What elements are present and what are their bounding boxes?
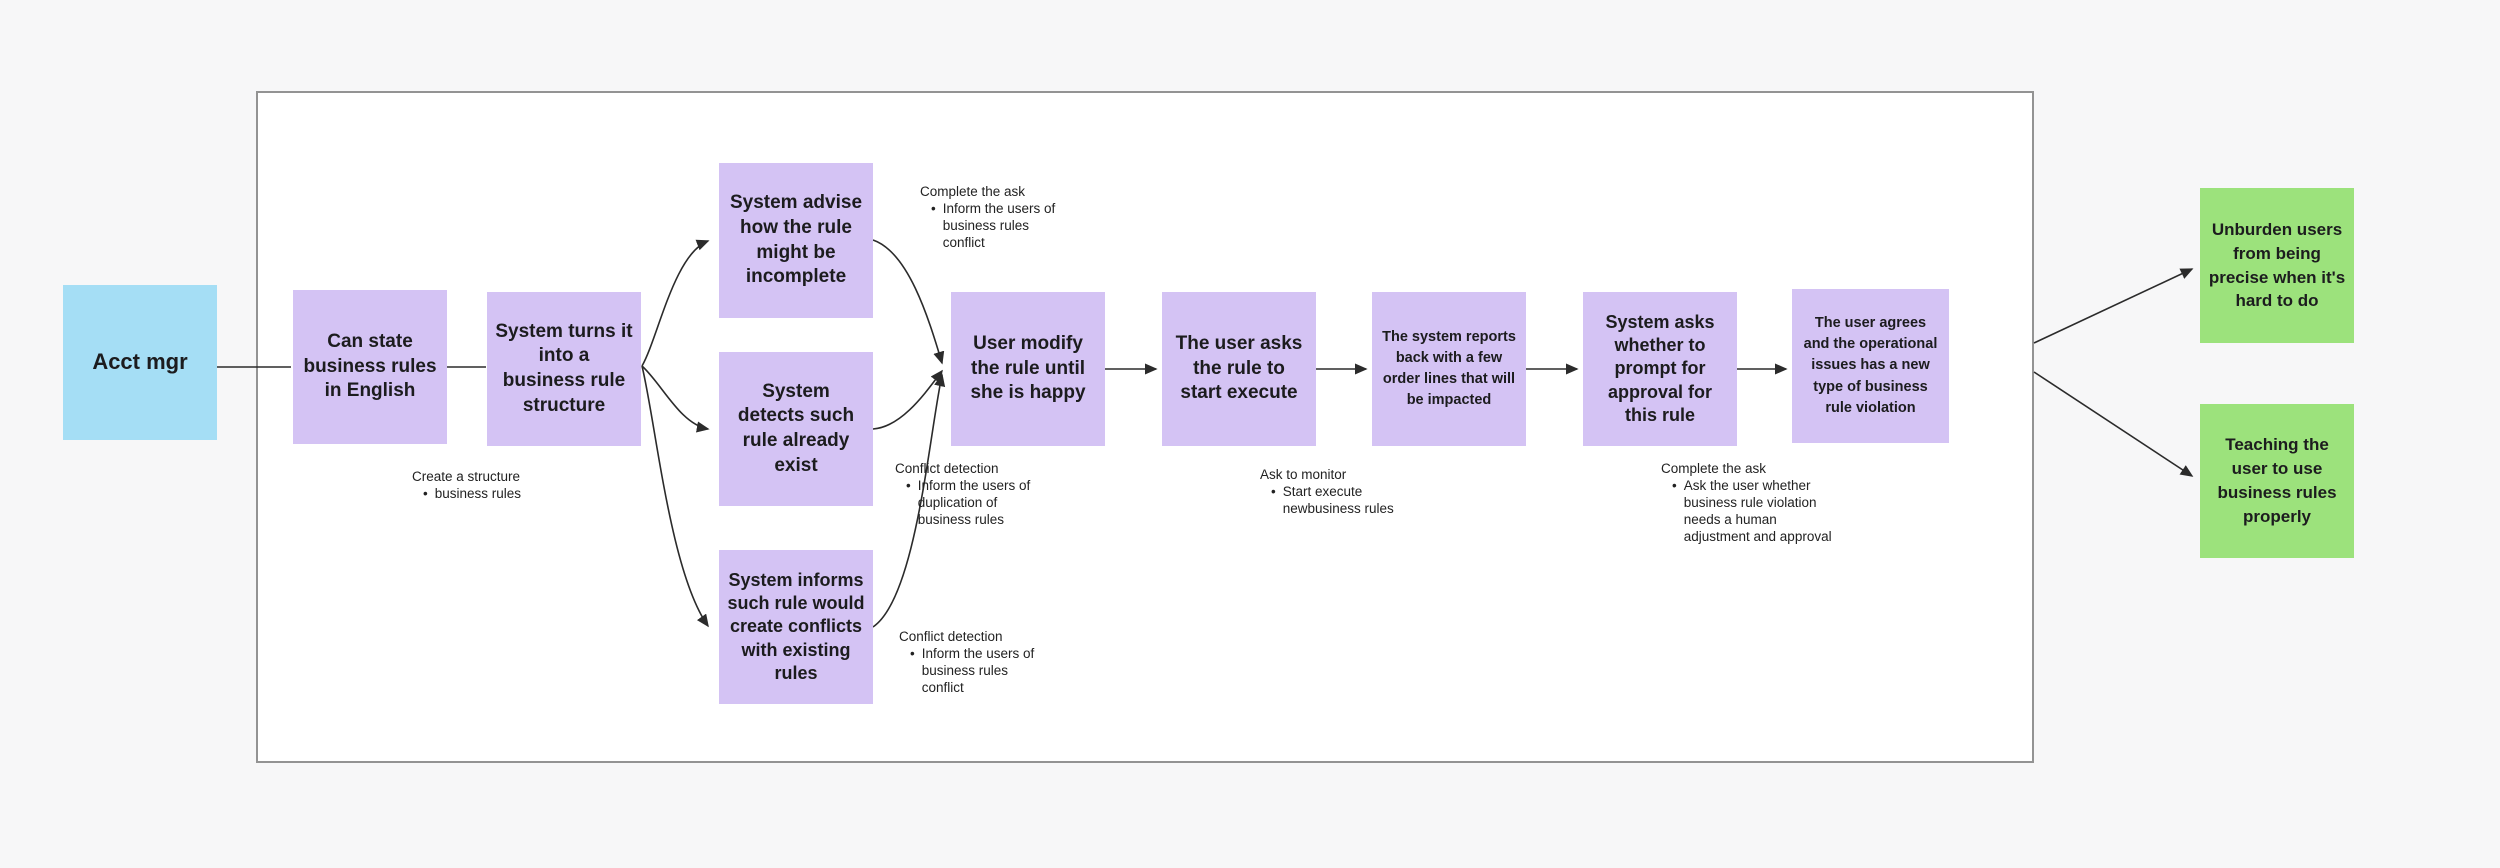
sticky-note-system-reports-back[interactable]: The system reports back with a few order… (1372, 292, 1526, 446)
annotation-title: Create a structure (412, 469, 521, 484)
sticky-note-label: User modify the rule until she is happy (970, 332, 1086, 404)
sticky-note-label: Can state business rules in English (303, 330, 437, 402)
annotation-create-structure[interactable]: Create a structure business rules (412, 468, 521, 502)
sticky-note-user-agrees-violation[interactable]: The user agrees and the operational issu… (1792, 289, 1949, 443)
connector (2033, 268, 2194, 344)
sticky-note-acct-mgr[interactable]: Acct mgr (63, 285, 217, 440)
sticky-note-system-advise-incomplete[interactable]: System advise how the rule might be inco… (719, 163, 873, 318)
sticky-note-label: Acct mgr (92, 349, 188, 375)
annotation-bullet-text: Inform the users of business rules confl… (942, 201, 1056, 250)
annotation-bullet-text: Start execute newbusiness rules (1282, 484, 1394, 516)
sticky-note-label: The user asks the rule to start execute (1175, 332, 1303, 404)
annotation-ask-to-monitor[interactable]: Ask to monitor Start execute newbusiness… (1260, 466, 1405, 517)
sticky-note-system-informs-conflicts[interactable]: System informs such rule would create co… (719, 550, 873, 704)
connector (872, 373, 946, 628)
annotation-bullet-text: Ask the user whether business rule viola… (1683, 478, 1832, 544)
sticky-note-label: System asks whether to prompt for approv… (1605, 311, 1715, 426)
annotation-bullet-text: business rules (434, 486, 522, 501)
sticky-note-label: System detects such rule already exist (737, 380, 855, 476)
connector (2033, 371, 2194, 477)
sticky-note-label: System turns it into a business rule str… (495, 320, 633, 416)
bullet-icon (931, 200, 943, 251)
annotation-conflict-detection-duplication[interactable]: Conflict detection Inform the users of d… (895, 460, 1040, 528)
sticky-note-system-turns-structure[interactable]: System turns it into a business rule str… (487, 292, 641, 446)
sticky-note-system-detects-exist[interactable]: System detects such rule already exist (719, 352, 873, 506)
bullet-icon (1271, 483, 1283, 517)
sticky-note-system-asks-approval[interactable]: System asks whether to prompt for approv… (1583, 292, 1737, 446)
bullet-icon (423, 485, 435, 502)
sticky-note-label: The system reports back with a few order… (1382, 328, 1516, 409)
annotation-title: Complete the ask (1661, 461, 1767, 476)
sticky-note-teaching-user[interactable]: Teaching the user to use business rules … (2200, 404, 2354, 558)
connector (641, 365, 710, 433)
annotation-title: Complete the ask (920, 184, 1026, 199)
sticky-note-label: System advise how the rule might be inco… (729, 192, 863, 288)
sticky-note-user-modify-rule[interactable]: User modify the rule until she is happy (951, 292, 1105, 446)
connector (872, 369, 943, 430)
sticky-note-label: The user agrees and the operational issu… (1803, 315, 1938, 416)
annotation-conflict-detection-existing[interactable]: Conflict detection Inform the users of b… (899, 628, 1044, 696)
annotation-complete-the-ask-1[interactable]: Complete the ask Inform the users of bus… (920, 183, 1065, 251)
annotation-title: Conflict detection (895, 461, 999, 476)
connector (641, 239, 710, 367)
annotation-title: Conflict detection (899, 629, 1003, 644)
annotation-bullet-text: Inform the users of duplication of busin… (917, 478, 1031, 527)
annotation-title: Ask to monitor (1260, 467, 1347, 482)
sticky-note-label: Unburden users from being precise when i… (2208, 219, 2346, 311)
connector (872, 239, 945, 365)
bullet-icon (1672, 477, 1684, 545)
bullet-icon (910, 645, 922, 696)
annotation-complete-the-ask-2[interactable]: Complete the ask Ask the user whether bu… (1661, 460, 1836, 545)
bullet-icon (906, 477, 918, 528)
sticky-note-label: System informs such rule would create co… (727, 569, 865, 684)
sticky-note-label: Teaching the user to use business rules … (2217, 435, 2337, 526)
sticky-note-can-state-business-rules[interactable]: Can state business rules in English (293, 290, 447, 444)
sticky-note-unburden-users[interactable]: Unburden users from being precise when i… (2200, 188, 2354, 343)
connector (641, 365, 709, 628)
annotation-bullet-text: Inform the users of business rules confl… (921, 646, 1035, 695)
sticky-note-user-asks-execute[interactable]: The user asks the rule to start execute (1162, 292, 1316, 446)
